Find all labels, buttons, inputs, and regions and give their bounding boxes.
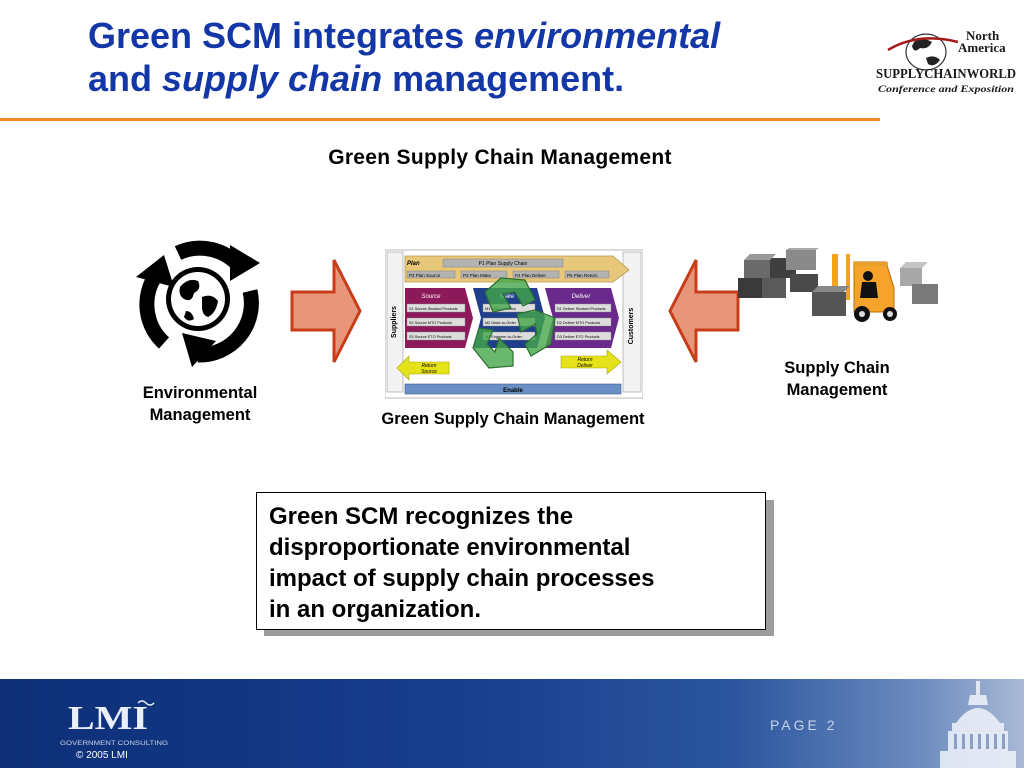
title-divider [0, 118, 880, 121]
svg-text:Source: Source [421, 294, 441, 300]
capitol-dome-icon [940, 681, 1016, 768]
callout-box: Green SCM recognizes the disproportionat… [256, 492, 766, 630]
title-line-1: Green SCM integrates environmental [88, 15, 721, 56]
lmi-logo: LMI GOVERNMENT CONSULTING [60, 700, 168, 747]
logo-north-text: North [966, 28, 1000, 43]
logo-sub-text: Conference and Exposition [878, 85, 1014, 95]
recycle-globe-icon [136, 240, 260, 367]
page-number: PAGE 2 [770, 717, 838, 733]
customers-bar [622, 251, 642, 393]
svg-text:P4 Plan Deliver: P4 Plan Deliver [515, 273, 547, 278]
forklift-boxes-icon [738, 248, 938, 322]
box-right-icon [900, 262, 938, 304]
title-line-2: and supply chain management. [88, 58, 625, 99]
arrow-right-icon [290, 259, 362, 363]
svg-text:D1 Deliver Stocked Products: D1 Deliver Stocked Products [557, 307, 606, 311]
lmi-text: LMI [68, 700, 148, 737]
globe-land-icon [912, 39, 932, 51]
svg-text:D3 Deliver ETO Products: D3 Deliver ETO Products [557, 335, 600, 339]
scor-model-diagram: Suppliers Customers Plan P1 Plan Supply … [385, 249, 643, 399]
forklift-icon [812, 254, 897, 322]
footer-bar: LMI GOVERNMENT CONSULTING © 2005 LMI PAG… [0, 679, 1024, 768]
svg-text:Suppliers: Suppliers [391, 306, 398, 338]
svg-text:Customers: Customers [628, 308, 635, 345]
supply-chain-management-label: Supply Chain Management [784, 359, 890, 399]
swoosh-icon [887, 37, 959, 52]
green-scm-label: Green Supply Chain Management [381, 410, 645, 428]
svg-text:Deliver: Deliver [572, 294, 592, 300]
slide-title: Green SCM integrates environmental and s… [88, 14, 848, 100]
svg-text:Enable: Enable [503, 388, 523, 394]
svg-text:S1 Source Stocked Products: S1 Source Stocked Products [409, 307, 458, 311]
svg-text:Make: Make [500, 294, 515, 300]
svg-text:Deliver: Deliver [577, 363, 593, 369]
box-stack-icon [738, 248, 819, 298]
copyright-text: © 2005 LMI [76, 750, 128, 761]
return-source-arrow [396, 355, 450, 381]
arrow-left-icon [668, 259, 740, 363]
svg-text:Return: Return [577, 357, 592, 363]
svg-text:P1 Plan Supply Chain: P1 Plan Supply Chain [479, 261, 528, 267]
environmental-management-label: Environmental Management [142, 384, 258, 424]
globe-icon [905, 33, 947, 71]
logo-main-text: SUPPLYCHAINWORLD [876, 67, 1016, 82]
svg-text:S2 Source MTO Products: S2 Source MTO Products [409, 321, 452, 325]
lmi-subtitle: GOVERNMENT CONSULTING [60, 741, 168, 747]
svg-text:M3 Engineer-to-Order: M3 Engineer-to-Order [485, 335, 523, 339]
diagram-title: Green Supply Chain Management [328, 146, 672, 169]
svg-text:Return: Return [421, 363, 436, 369]
return-deliver-arrow [560, 349, 622, 375]
svg-text:P5 Plan Return: P5 Plan Return [567, 273, 598, 278]
logo-america-text: America [958, 40, 1006, 55]
svg-text:P2 Plan Source: P2 Plan Source [409, 273, 441, 278]
svg-text:M2 Make-to-Order: M2 Make-to-Order [485, 321, 517, 325]
enable-bar [404, 383, 622, 395]
recycle-icon [472, 277, 556, 369]
tilde-mark-icon [137, 700, 155, 706]
svg-text:D2 Deliver MTO Products: D2 Deliver MTO Products [557, 321, 600, 325]
svg-text:Plan: Plan [407, 261, 420, 267]
svg-text:S3 Source ETO Products: S3 Source ETO Products [409, 335, 452, 339]
suppliers-bar [386, 251, 404, 393]
supply-chain-world-logo: North America SUPPLYCHAINWORLD Conferenc… [876, 28, 1016, 95]
svg-text:P3 Plan Make: P3 Plan Make [463, 273, 492, 278]
svg-text:Source: Source [421, 369, 437, 375]
